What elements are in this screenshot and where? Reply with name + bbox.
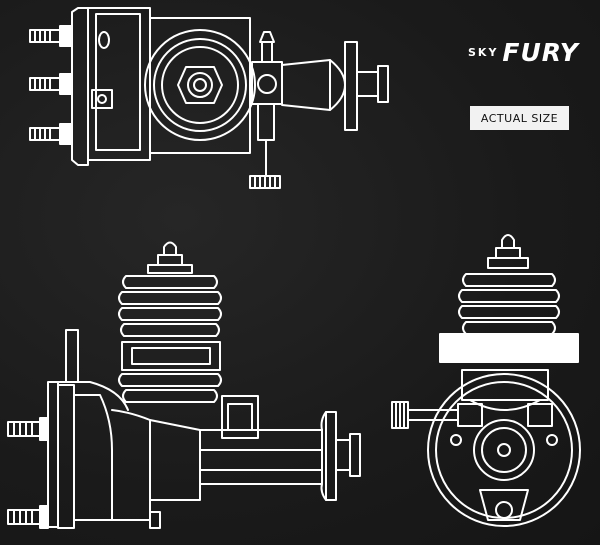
engine-side-view xyxy=(7,241,361,529)
title-prefix: SKY xyxy=(468,46,499,59)
engine-top-view xyxy=(29,7,389,189)
cooling-fins-side xyxy=(118,275,222,337)
mounting-bolts-top xyxy=(29,25,73,145)
badge-label: ACTUAL SIZE xyxy=(480,111,559,125)
actual-size-badge: ACTUAL SIZE xyxy=(470,106,569,130)
title-name: FURY xyxy=(502,38,579,67)
engine-front-view xyxy=(391,234,581,527)
cooling-fins-front xyxy=(458,273,560,335)
cooling-fins-lower xyxy=(118,373,222,403)
